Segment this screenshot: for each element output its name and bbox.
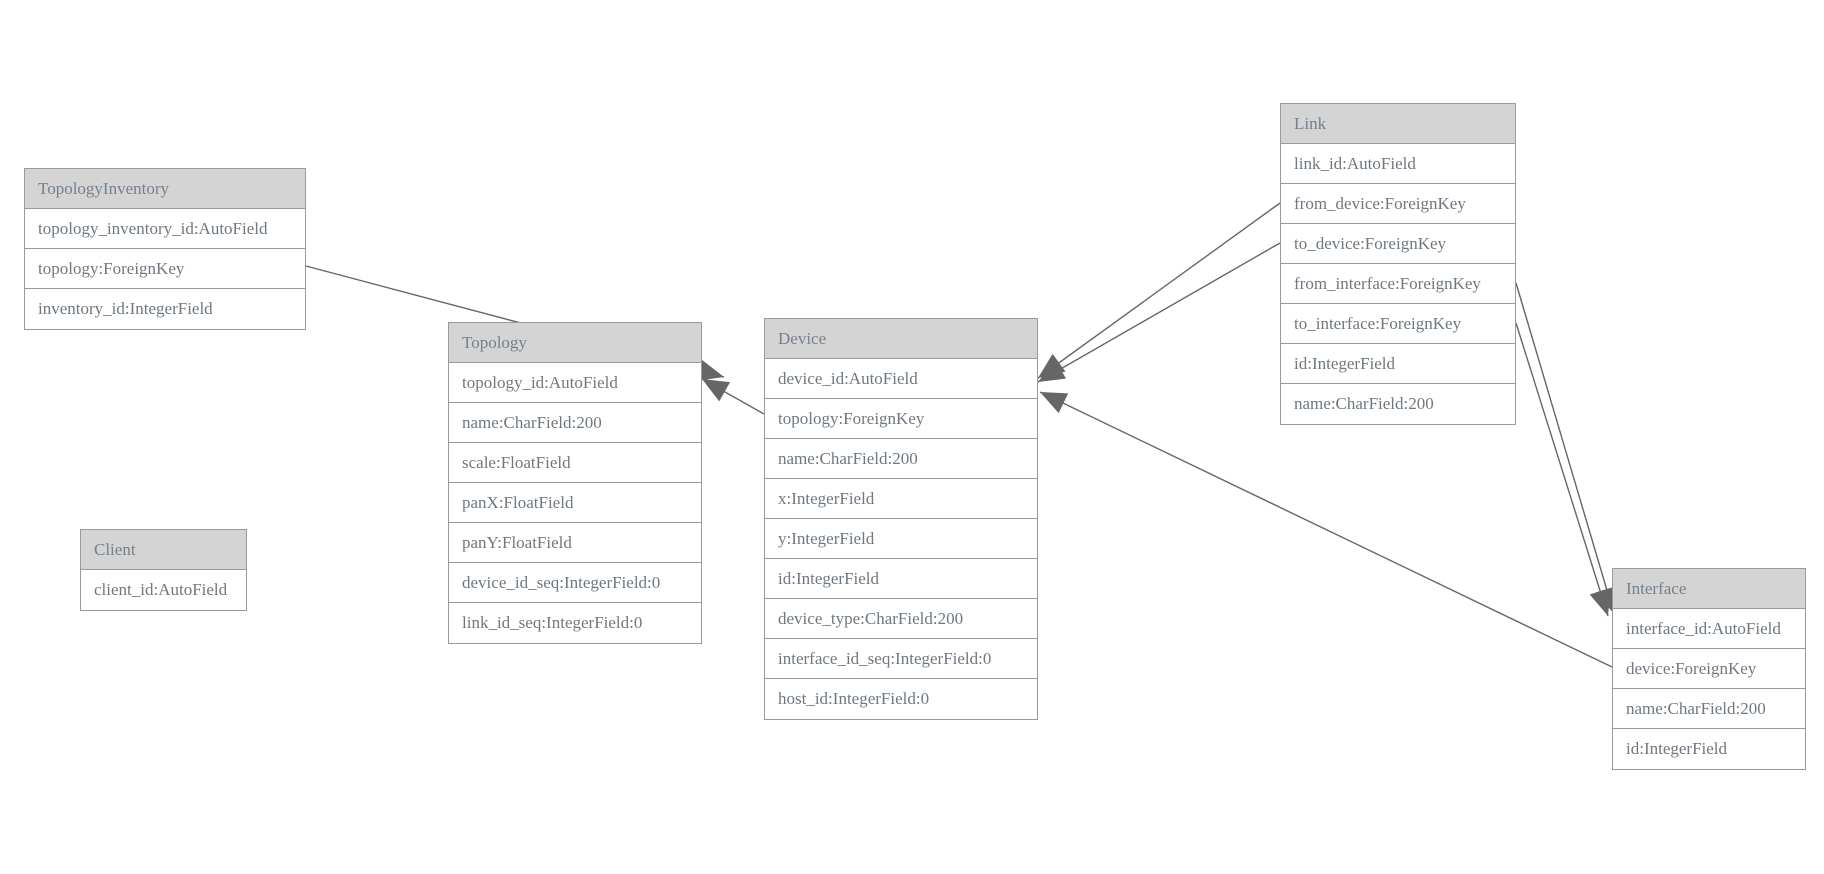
entity-field-row: panX:FloatField — [449, 483, 701, 523]
entity-field-row: id:IntegerField — [1613, 729, 1805, 769]
entity-title-topology_inventory: TopologyInventory — [25, 169, 305, 209]
entity-field-row: device:ForeignKey — [1613, 649, 1805, 689]
entity-field-row: interface_id:AutoField — [1613, 609, 1805, 649]
entity-title-link: Link — [1281, 104, 1515, 144]
entity-field-row: inventory_id:IntegerField — [25, 289, 305, 329]
entity-field-row: to_interface:ForeignKey — [1281, 304, 1515, 344]
entity-field-row: from_device:ForeignKey — [1281, 184, 1515, 224]
entity-field-row: name:CharField:200 — [765, 439, 1037, 479]
entity-title-client: Client — [81, 530, 246, 570]
arrowhead — [1040, 392, 1069, 414]
entity-title-interface: Interface — [1613, 569, 1805, 609]
rel-device-topology — [701, 378, 765, 415]
entity-field-row: name:CharField:200 — [1613, 689, 1805, 729]
entity-field-row: to_device:ForeignKey — [1281, 224, 1515, 264]
entity-title-topology: Topology — [449, 323, 701, 363]
entity-field-row: device_type:CharField:200 — [765, 599, 1037, 639]
entity-field-row: name:CharField:200 — [1281, 384, 1515, 424]
rel-link-to-interface — [1515, 322, 1611, 617]
rel-link-from-device — [1037, 202, 1281, 379]
entity-field-row: device_id:AutoField — [765, 359, 1037, 399]
entity-title-device: Device — [765, 319, 1037, 359]
rel-link-to-device — [1037, 242, 1281, 383]
entity-field-row: scale:FloatField — [449, 443, 701, 483]
entity-field-row: client_id:AutoField — [81, 570, 246, 610]
entity-field-row: device_id_seq:IntegerField:0 — [449, 563, 701, 603]
entity-field-row: from_interface:ForeignKey — [1281, 264, 1515, 304]
entity-field-row: topology:ForeignKey — [25, 249, 305, 289]
entity-field-row: topology_inventory_id:AutoField — [25, 209, 305, 249]
entity-field-row: interface_id_seq:IntegerField:0 — [765, 639, 1037, 679]
entity-field-row: topology:ForeignKey — [765, 399, 1037, 439]
entity-field-row: id:IntegerField — [765, 559, 1037, 599]
rel-link-from-interface — [1515, 282, 1618, 615]
entity-field-row: topology_id:AutoField — [449, 363, 701, 403]
entity-field-row: y:IntegerField — [765, 519, 1037, 559]
entity-field-row: id:IntegerField — [1281, 344, 1515, 384]
entity-field-row: name:CharField:200 — [449, 403, 701, 443]
entity-field-row: link_id_seq:IntegerField:0 — [449, 603, 701, 643]
entity-field-row: x:IntegerField — [765, 479, 1037, 519]
entity-field-row: link_id:AutoField — [1281, 144, 1515, 184]
entity-field-row: host_id:IntegerField:0 — [765, 679, 1037, 719]
entity-field-row: panY:FloatField — [449, 523, 701, 563]
